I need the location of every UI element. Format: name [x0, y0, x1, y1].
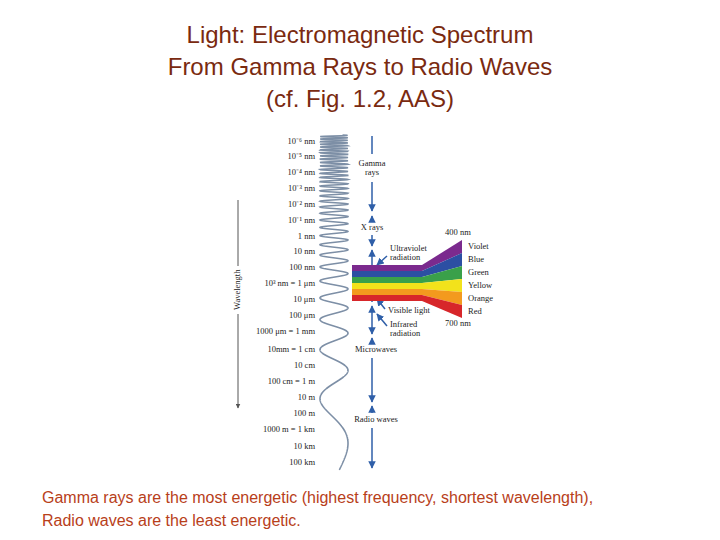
- color-label: Yellow: [468, 281, 492, 291]
- scale-label: 100 μm: [289, 311, 315, 321]
- spectrum-band: [352, 265, 422, 271]
- region-label: Visible light: [388, 306, 430, 316]
- region-axis: [371, 358, 373, 402]
- scale-label: 10⁻³ nm: [288, 184, 315, 194]
- scale-label: 100 m: [294, 409, 316, 419]
- region-label: Infrared radiation: [390, 320, 434, 339]
- region-axis: [371, 235, 373, 246]
- wave-line: [320, 135, 348, 470]
- spectrum-band: [352, 295, 422, 301]
- region-axis: [371, 406, 373, 413]
- scale-label: 10⁻¹ nm: [288, 216, 315, 226]
- leader-arrow: [377, 256, 387, 265]
- scale-label: 100 cm = 1 m: [268, 377, 315, 387]
- wavelength-mark: 400 nm: [445, 228, 471, 238]
- spectrum-band: [352, 283, 422, 289]
- region-label: Gamma rays: [354, 159, 390, 178]
- region-axis: [371, 136, 373, 154]
- spectrum-band: [352, 277, 422, 283]
- spectrum-band: [352, 271, 422, 277]
- region-axis: [371, 182, 373, 211]
- region-label: Microwaves: [354, 345, 398, 355]
- color-label: Violet: [468, 242, 489, 252]
- region-label: Radio waves: [353, 415, 399, 425]
- scale-label: 100 km: [289, 458, 315, 468]
- scale-label: 10 km: [294, 442, 316, 452]
- scale-label: 1 nm: [298, 232, 315, 242]
- scale-label: 10 cm: [294, 361, 315, 371]
- scale-label: 10⁻⁶ nm: [288, 137, 315, 147]
- scale-label: 10⁻⁴ nm: [288, 168, 315, 178]
- scale-label: 1000 μm = 1 mm: [256, 327, 315, 337]
- scale-label: 10⁻² nm: [288, 200, 315, 210]
- scale-label: 10⁻⁵ nm: [288, 152, 315, 162]
- wavelength-mark: 700 nm: [445, 319, 471, 329]
- region-axis: [371, 428, 373, 468]
- region-axis: [371, 306, 373, 334]
- scale-label: 10mm = 1 cm: [267, 345, 315, 355]
- region-axis: [371, 216, 373, 221]
- slide-title: Light: Electromagnetic Spectrum From Gam…: [161, 19, 559, 115]
- region-label: X rays: [360, 223, 384, 233]
- color-label: Orange: [468, 294, 493, 304]
- color-label: Green: [468, 268, 489, 278]
- color-label: Red: [468, 307, 482, 317]
- scale-label: 1000 m = 1 km: [263, 425, 315, 435]
- axis-label: Wavelength: [233, 270, 243, 310]
- scale-label: 10 m: [298, 393, 315, 403]
- spectrum-band: [352, 289, 422, 295]
- wavelength-arrow: [238, 314, 239, 408]
- leader-arrow: [377, 314, 387, 326]
- scale-label: 10 nm: [294, 247, 316, 257]
- scale-label: 10³ nm = 1 μm: [264, 279, 315, 289]
- region-axis: [371, 338, 373, 343]
- wavelength-arrow: [238, 200, 239, 266]
- scale-label: 100 nm: [289, 263, 315, 273]
- slide-caption: Gamma rays are the most energetic (highe…: [42, 486, 617, 532]
- scale-label: 10 μm: [293, 295, 315, 305]
- color-label: Blue: [468, 255, 484, 265]
- region-label: Ultraviolet radiation: [390, 244, 434, 263]
